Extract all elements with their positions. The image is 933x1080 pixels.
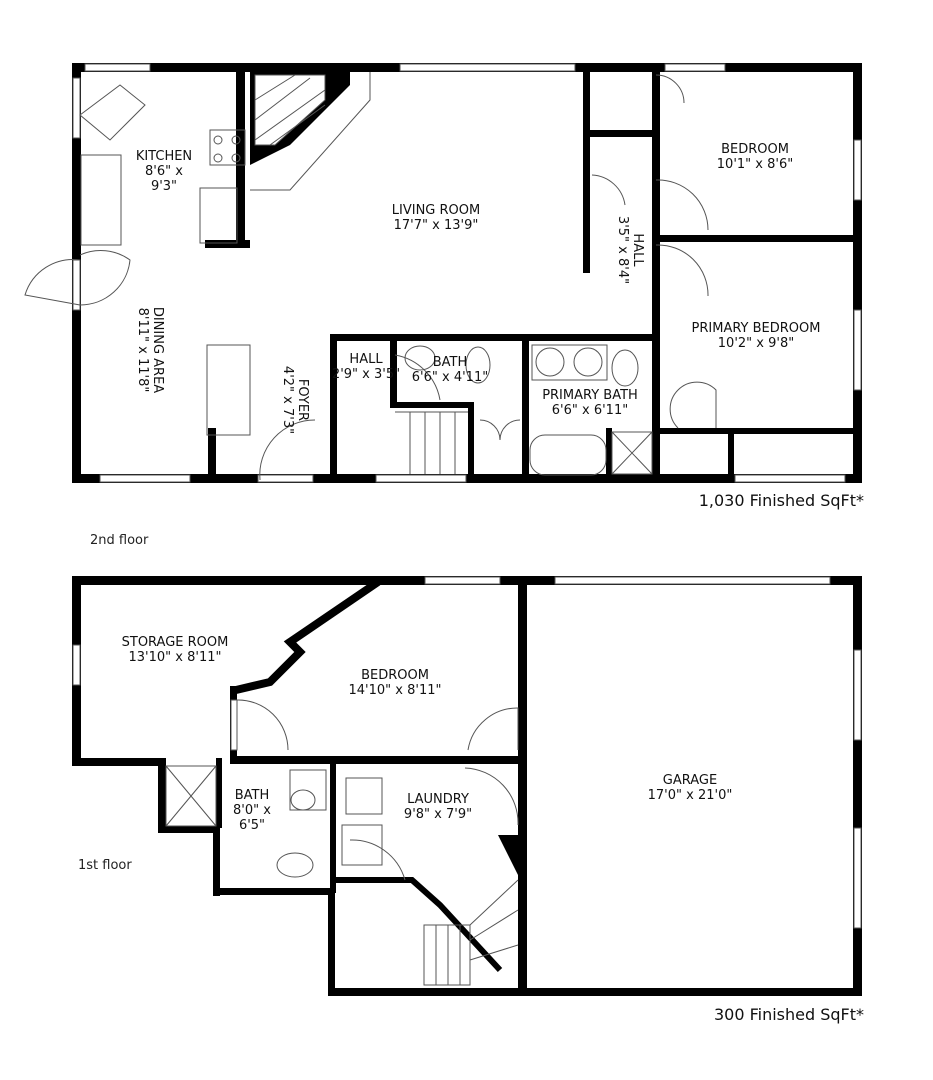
room-name: STORAGE ROOM [121,635,229,650]
second-floor-walls [72,63,862,483]
room-size: 8'0" x 6'5" [233,803,271,833]
room-size: 14'10" x 8'11" [348,683,442,698]
second-floor-area: 1,030 Finished SqFt* [698,491,864,510]
second-floor-windows [72,63,862,483]
room-name: HALL [349,352,383,367]
first-floor-area: 300 Finished SqFt* [713,1005,864,1024]
second-floor-label: 2nd floor [90,533,149,548]
room-name: HALL [630,233,645,267]
room-size: 10'1" x 8'6" [716,157,794,172]
first-floor-fixtures [165,699,519,986]
room-name: GARAGE [662,773,718,788]
room-name: PRIMARY BATH [542,388,638,403]
room-name: BEDROOM [721,142,789,157]
room-name: LIVING ROOM [391,203,481,218]
first-floor-label: 1st floor [78,858,132,873]
room-size: 10'2" x 9'8" [717,336,795,351]
room-name: LAUNDRY [407,792,469,807]
room-name: BATH [432,355,468,370]
first-floor-windows [72,576,862,929]
room-name: PRIMARY BEDROOM [691,321,821,336]
room-name: FOYER [295,378,310,422]
room-size: 8'6" x 9'3" [145,164,183,194]
room-size: 2'9" x 3'5" [331,367,401,382]
room-size: 3'5" x 8'4" [615,215,630,285]
room-name: BEDROOM [361,668,429,683]
room-size: 17'0" x 21'0" [647,788,733,803]
room-size: 6'6" x 6'11" [551,403,629,418]
room-size: 6'6" x 4'11" [411,370,489,385]
room-size: 13'10" x 8'11" [128,650,222,665]
room-size: 8'11" x 11'8" [135,307,150,393]
second-floor-fixtures [24,74,717,481]
room-size: 9'8" x 7'9" [403,807,473,822]
room-name: DINING AREA [150,306,165,394]
room-name: BATH [234,788,270,803]
room-size: 17'7" x 13'9" [393,218,479,233]
room-size: 4'2" x 7'3" [280,365,295,435]
room-name: KITCHEN [135,149,193,164]
